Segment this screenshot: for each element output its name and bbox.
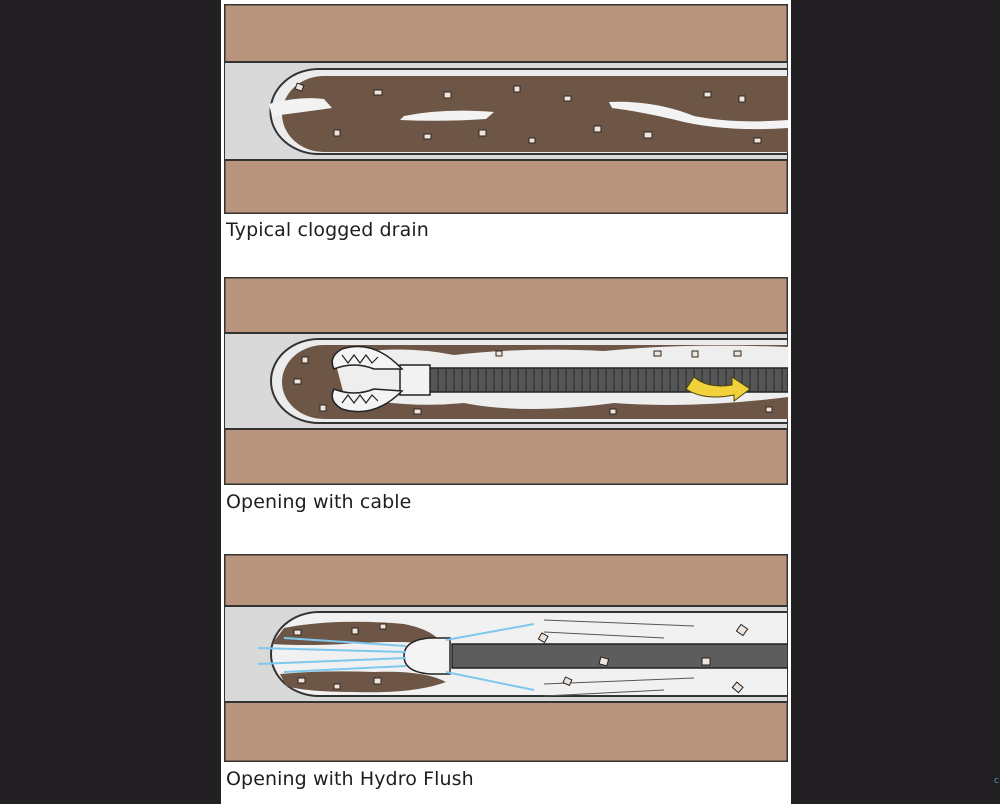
caption-cable: Opening with cable	[226, 491, 412, 513]
clogged-drain-diagram	[224, 4, 788, 214]
caption-clogged-drain: Typical clogged drain	[226, 219, 429, 241]
cable-diagram	[224, 277, 788, 485]
caption-hydro-flush: Opening with Hydro Flush	[226, 768, 474, 790]
edge-artifact: c	[994, 776, 999, 784]
hydro-flush-diagram	[224, 554, 788, 762]
